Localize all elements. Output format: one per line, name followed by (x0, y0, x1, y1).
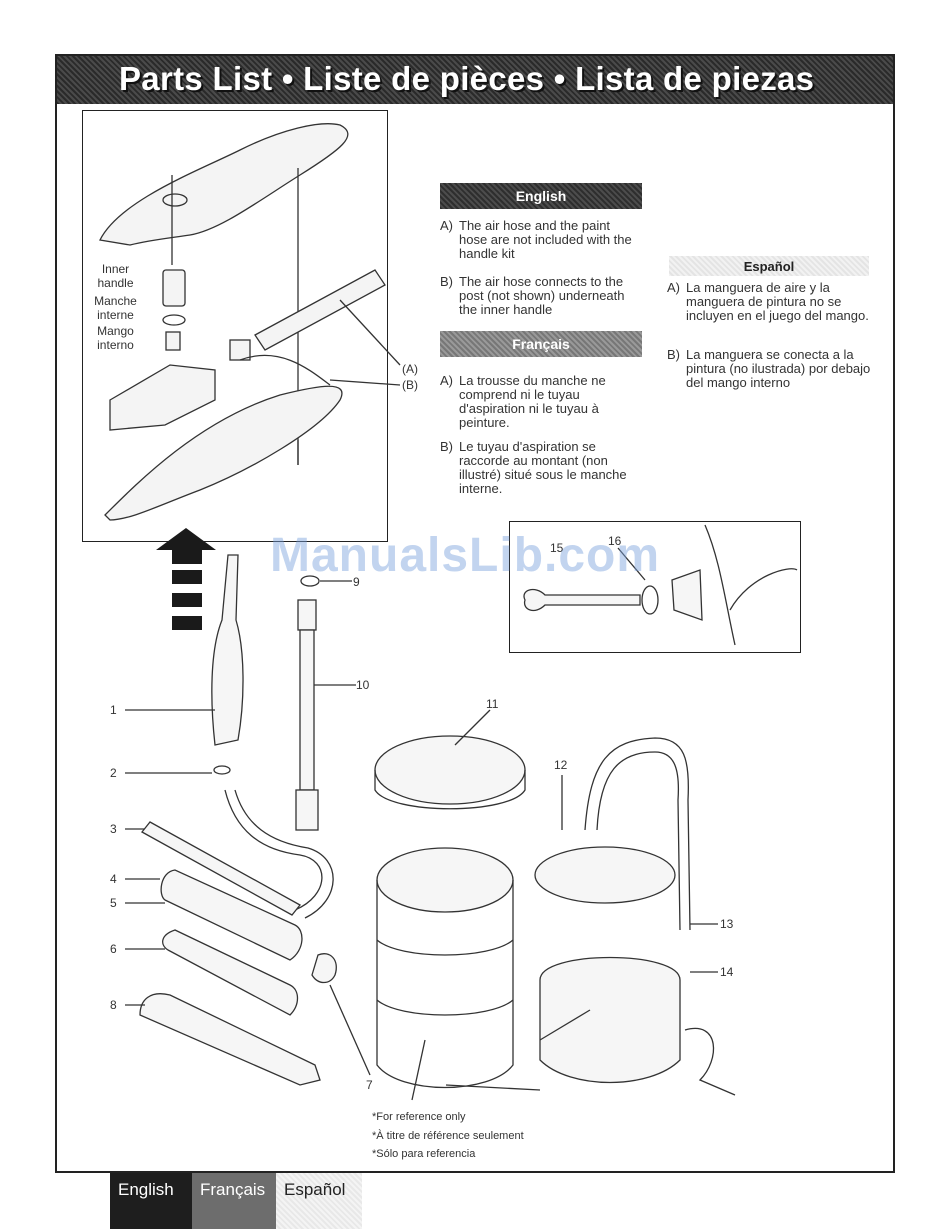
english-note-a: A) The air hose and the paint hose are n… (440, 218, 632, 261)
callout-9: 9 (353, 575, 360, 589)
francais-note-a: A) La trousse du manche ne comprend ni l… (440, 373, 606, 430)
francais-heading: Français (440, 331, 642, 357)
footnote-en: *For reference only (372, 1111, 466, 1123)
footnote-fr: *À titre de référence seulement (372, 1130, 524, 1142)
espanol-note-b: B) La manguera se conecta a la pintura (… (667, 347, 871, 390)
inner-handle-label-en: Inner handle (97, 262, 134, 290)
callout-14: 14 (720, 965, 734, 979)
callout-5: 5 (110, 896, 117, 910)
english-heading: English (440, 183, 642, 209)
tab-francais[interactable]: Français (192, 1173, 276, 1229)
callout-4: 4 (110, 872, 117, 886)
callout-2: 2 (110, 766, 117, 780)
inner-handle-label-es: Mango interno (97, 324, 134, 352)
callout-10: 10 (356, 678, 370, 692)
callout-1: 1 (110, 703, 117, 717)
up-arrow-icon (156, 528, 216, 630)
title-bar: Parts List • Liste de pièces • Lista de … (57, 56, 893, 104)
callout-8: 8 (110, 998, 117, 1012)
callout-15: 15 (550, 541, 564, 555)
inner-handle-label-fr: Manche interne (94, 294, 137, 322)
espanol-note-a: A) La manguera de aire y la manguera de … (667, 280, 869, 323)
label-b: (B) (402, 378, 418, 392)
callout-7: 7 (366, 1078, 373, 1092)
detail-inset-box (509, 521, 801, 653)
footnote-es: *Sólo para referencia (372, 1148, 476, 1160)
callout-11: 11 (486, 697, 499, 711)
english-note-b: B) The air hose connects to the post (no… (440, 274, 625, 317)
label-a: (A) (402, 362, 418, 376)
callout-12: 12 (554, 758, 568, 772)
callout-16: 16 (608, 534, 622, 548)
tab-espanol[interactable]: Español (276, 1173, 362, 1229)
tab-english[interactable]: English (110, 1173, 192, 1229)
callout-13: 13 (720, 917, 734, 931)
handle-exploded-view-box (82, 110, 388, 542)
francais-note-b: B) Le tuyau d'aspiration se raccorde au … (440, 439, 627, 496)
callout-6: 6 (110, 942, 117, 956)
callout-3: 3 (110, 822, 117, 836)
language-tabs: English Français Español (110, 1173, 362, 1229)
watermark: ManualsLib.com (270, 529, 661, 582)
page-frame: Parts List • Liste de pièces • Lista de … (55, 54, 895, 1173)
espanol-heading: Español (669, 256, 869, 276)
page-title: Parts List • Liste de pièces • Lista de … (119, 60, 815, 97)
